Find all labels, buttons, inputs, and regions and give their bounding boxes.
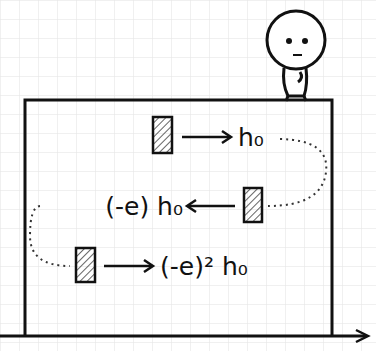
dotted-path xyxy=(268,139,326,206)
height-label: h₀ xyxy=(238,125,264,150)
axis-arrowhead xyxy=(356,330,368,342)
eye xyxy=(302,38,308,44)
height-label: (-e)² h₀ xyxy=(160,254,248,279)
hatched-block xyxy=(76,248,95,282)
mouth xyxy=(293,54,302,56)
stick-figure xyxy=(267,11,325,101)
container-box xyxy=(25,100,332,335)
hatched-block xyxy=(153,117,172,153)
dotted-path xyxy=(30,206,70,266)
eye xyxy=(286,38,292,44)
height-label: (-e) h₀ xyxy=(105,194,183,219)
arrows xyxy=(104,131,235,272)
hatched-block xyxy=(244,188,262,222)
ground-axis xyxy=(0,335,366,338)
